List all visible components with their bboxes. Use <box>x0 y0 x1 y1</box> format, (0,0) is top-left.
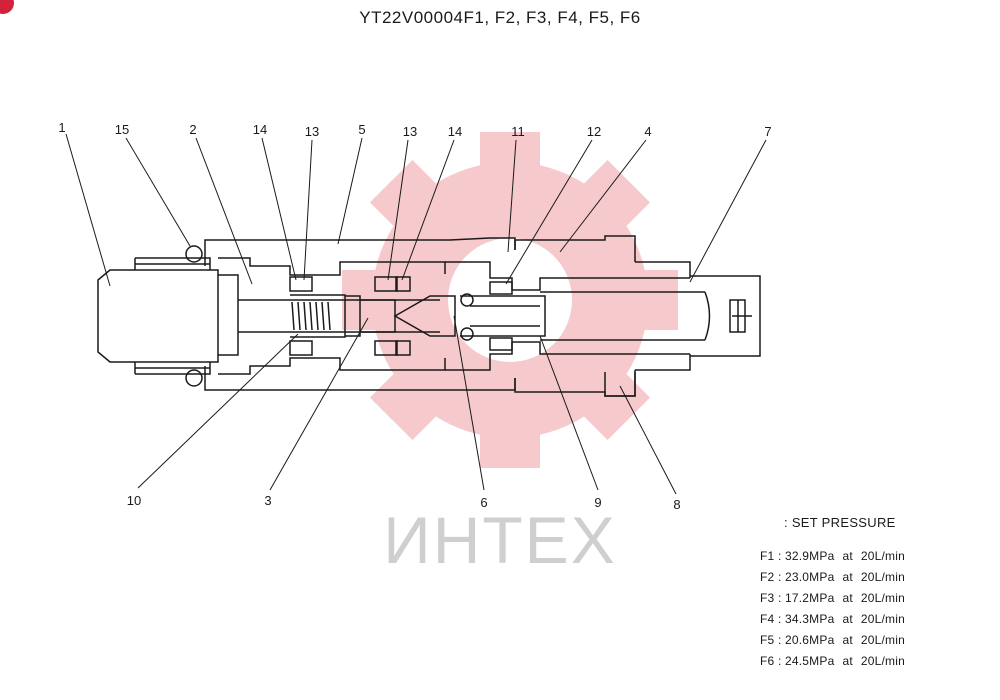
pressure-at: at <box>842 612 853 626</box>
pressure-at: at <box>842 633 853 647</box>
callout-2: 2 <box>189 122 196 137</box>
pressure-at: at <box>842 549 853 563</box>
pressure-row: F2 : 23.0MPa at 20L/min <box>760 569 905 590</box>
pressure-flow: 20L/min <box>860 570 905 584</box>
callout-9: 9 <box>594 495 601 510</box>
callout-6: 6 <box>480 495 487 510</box>
pressure-row: F5 : 20.6MPa at 20L/min <box>760 632 905 653</box>
corner-logo-mark <box>0 0 14 14</box>
pressure-flow: 20L/min <box>860 549 905 563</box>
callout-numbers: 1 15 2 14 13 5 13 14 11 12 4 7 10 3 6 9 … <box>58 120 771 512</box>
pressure-label: F5 : <box>760 633 786 647</box>
callout-13b: 13 <box>403 124 417 139</box>
pressure-flow: 20L/min <box>860 654 905 668</box>
pressure-flow: 20L/min <box>860 633 905 647</box>
pressure-row: F4 : 34.3MPa at 20L/min <box>760 611 905 632</box>
callout-4: 4 <box>644 124 651 139</box>
callout-7: 7 <box>764 124 771 139</box>
pressure-row: F6 : 24.5MPa at 20L/min <box>760 653 905 674</box>
callout-10: 10 <box>127 493 141 508</box>
pressure-at: at <box>842 654 853 668</box>
pressure-value: 17.2MPa <box>785 591 835 605</box>
callout-5: 5 <box>358 122 365 137</box>
pressure-value: 34.3MPa <box>785 612 835 626</box>
callout-15: 15 <box>115 122 129 137</box>
watermark-text: ИНТЕХ <box>383 503 616 577</box>
pressure-value: 32.9MPa <box>785 549 835 563</box>
set-pressure-table: F1 : 32.9MPa at 20L/min F2 : 23.0MPa at 20L/m… <box>760 548 905 674</box>
callout-8: 8 <box>673 497 680 512</box>
pressure-at: at <box>842 570 853 584</box>
valve-outline <box>97 235 761 397</box>
pressure-row: F3 : 17.2MPa at 20L/min <box>760 590 905 611</box>
callout-3: 3 <box>264 493 271 508</box>
callout-11: 11 <box>511 124 525 139</box>
pressure-label: F6 : <box>760 654 786 668</box>
set-pressure-heading: : SET PRESSURE <box>784 515 896 530</box>
callout-13: 13 <box>305 124 319 139</box>
pressure-row: F1 : 32.9MPa at 20L/min <box>760 548 905 569</box>
pressure-value: 20.6MPa <box>785 633 835 647</box>
callout-12: 12 <box>587 124 601 139</box>
pressure-label: F4 : <box>760 612 786 626</box>
pressure-flow: 20L/min <box>860 612 905 626</box>
pressure-label: F1 : <box>760 549 786 563</box>
pressure-at: at <box>842 591 853 605</box>
callout-14: 14 <box>253 122 267 137</box>
pressure-value: 23.0MPa <box>785 570 835 584</box>
pressure-flow: 20L/min <box>860 591 905 605</box>
callout-leaders <box>65 133 767 495</box>
pressure-label: F2 : <box>760 570 786 584</box>
page-title: YT22V00004F1, F2, F3, F4, F5, F6 <box>359 8 641 27</box>
callout-1: 1 <box>58 120 65 135</box>
pressure-value: 24.5MPa <box>785 654 835 668</box>
callout-14b: 14 <box>448 124 462 139</box>
pressure-label: F3 : <box>760 591 786 605</box>
